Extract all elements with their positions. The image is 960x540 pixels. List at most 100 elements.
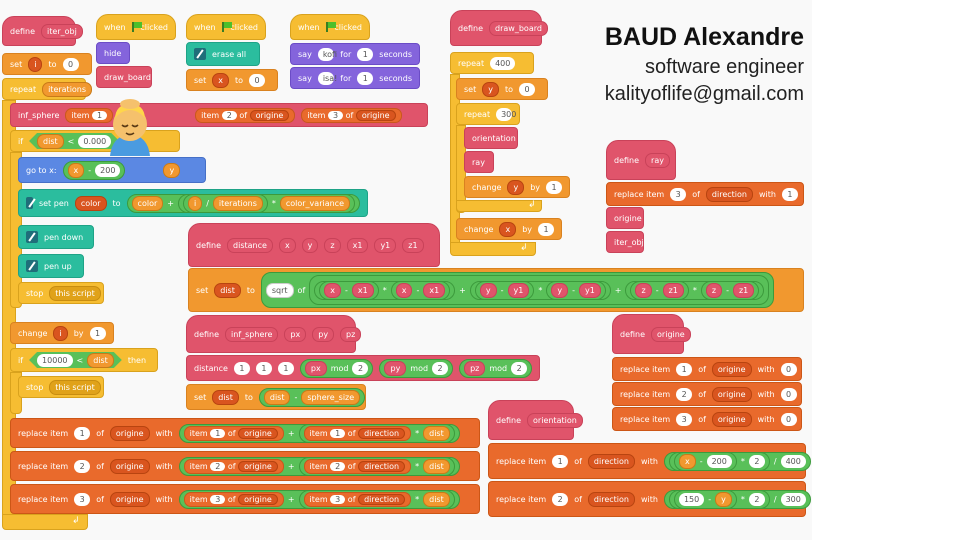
replace-item-3-origine-0-block[interactable]: replace item 3 of origine with 0 [612, 407, 802, 431]
index-input[interactable]: 2 [330, 461, 346, 471]
arg-input[interactable]: 1 [255, 361, 272, 375]
pen-up-block[interactable]: pen up [18, 254, 84, 278]
text-input[interactable]: isa! [317, 71, 337, 85]
pen-param-dropdown[interactable]: color [74, 195, 107, 211]
value-input[interactable]: 0 [780, 387, 797, 401]
replace-item-2-direction-block[interactable]: replace item 2 of direction with 150-y*2… [488, 481, 811, 517]
call-orientation-block[interactable]: orientation [464, 127, 518, 149]
number-input[interactable]: 10000 [37, 354, 72, 367]
list-dropdown[interactable]: origine [109, 458, 150, 474]
list-dropdown[interactable]: direction [358, 427, 406, 439]
set-y-block[interactable]: set y to 0 [456, 78, 548, 100]
set-dist-sphere-block[interactable]: set dist to dist-sphere_size [186, 384, 366, 410]
go-to-xy-block[interactable]: go to x: x-200 y [18, 157, 206, 183]
number-input[interactable]: 150 [678, 492, 705, 506]
list-dropdown[interactable]: origine [249, 109, 290, 121]
stop-this-script-block[interactable]: stop this script [18, 282, 104, 304]
index-input[interactable]: 1 [74, 426, 91, 440]
set-pen-color-block[interactable]: set pen color to color+i/iterations*colo… [18, 189, 368, 217]
number-input[interactable]: 1 [357, 47, 374, 61]
replace-item-3-direction-block[interactable]: replace item 3 of direction with 1 [606, 182, 804, 206]
when-flag-clicked-hat[interactable]: when clicked [186, 14, 266, 40]
index-input[interactable]: 3 [74, 492, 91, 506]
variable-dropdown[interactable]: dist [212, 389, 239, 405]
number-input[interactable]: 200 [95, 163, 121, 177]
number-input[interactable]: 2 [748, 454, 765, 468]
set-i-block[interactable]: set i to 0 [2, 53, 92, 75]
change-x-block[interactable]: change x by 1 [456, 218, 562, 240]
call-draw-board-block[interactable]: draw_board [96, 66, 152, 88]
number-input[interactable]: 1 [538, 222, 554, 236]
replace-item-1-origine-0-block[interactable]: replace item 1 of origine with 0 [612, 357, 802, 381]
list-dropdown[interactable]: origine [238, 427, 278, 439]
pen-down-block[interactable]: pen down [18, 225, 94, 249]
replace-item-1-direction-block[interactable]: replace item 1 of direction with x-200*2… [488, 443, 811, 479]
index-input[interactable]: 3 [670, 187, 687, 201]
when-flag-clicked-hat[interactable]: when clicked [290, 14, 370, 40]
index-input[interactable]: 3 [210, 494, 226, 504]
number-input[interactable]: 2 [511, 361, 528, 375]
list-dropdown[interactable]: direction [358, 493, 406, 505]
when-flag-clicked-hat[interactable]: when clicked [96, 14, 176, 40]
call-inf-sphere-block[interactable]: inf_sphere item 1 item 2 of origine item… [10, 103, 428, 127]
list-dropdown[interactable]: origine [711, 386, 752, 402]
define-inf-sphere-block[interactable]: define inf_sphere px py pz [186, 315, 362, 353]
index-input[interactable]: 2 [74, 459, 91, 473]
index-input[interactable]: 2 [552, 492, 569, 506]
variable-dropdown[interactable]: i [28, 56, 43, 72]
repeat-iterations-block[interactable]: repeat iterations [2, 78, 93, 100]
number-input[interactable]: 0 [519, 82, 535, 96]
variable-dropdown[interactable]: dist [214, 282, 241, 298]
replace-item-1-origine-block[interactable]: replace item 1 of origine with item 1 of… [10, 418, 480, 448]
list-dropdown[interactable]: direction [587, 453, 635, 469]
list-dropdown[interactable]: origine [109, 491, 150, 507]
call-iter-obj-block[interactable]: iter_obj [606, 231, 644, 253]
variable-dropdown[interactable]: i [53, 325, 68, 341]
replace-item-3-origine-block[interactable]: replace item 3 of origine with item 3 of… [10, 484, 480, 514]
list-dropdown[interactable]: origine [711, 361, 752, 377]
set-dist-sqrt-block[interactable]: set dist to sqrt of x-x1*x-x1 + y-y1*y-y… [188, 268, 804, 312]
stop-this-script-block[interactable]: stop this script [18, 376, 104, 398]
list-dropdown[interactable]: origine [109, 425, 150, 441]
index-input[interactable]: 3 [330, 494, 346, 504]
erase-all-block[interactable]: erase all [186, 42, 260, 66]
value-input[interactable]: 1 [781, 187, 798, 201]
index-input[interactable]: 2 [221, 110, 237, 120]
number-input[interactable]: 2 [352, 361, 369, 375]
list-dropdown[interactable]: origine [355, 109, 396, 121]
call-origine-block[interactable]: origine [606, 207, 644, 229]
change-i-block[interactable]: change i by 1 [10, 322, 114, 344]
define-distance-block[interactable]: define distance x y z x1 y1 z1 [188, 223, 440, 267]
index-input[interactable]: 3 [676, 412, 693, 426]
number-input[interactable]: 300 [780, 492, 806, 506]
number-input[interactable]: 1 [546, 180, 562, 194]
value-input[interactable]: 0 [780, 412, 797, 426]
list-dropdown[interactable]: origine [711, 411, 752, 427]
value-input[interactable]: 0 [780, 362, 797, 376]
number-input[interactable]: 300 [496, 107, 516, 121]
number-input[interactable]: 0 [249, 73, 265, 87]
variable-dropdown[interactable]: y [507, 179, 525, 195]
hide-block[interactable]: hide [96, 42, 130, 64]
list-dropdown[interactable]: direction [358, 460, 406, 472]
number-input[interactable]: 200 [706, 454, 732, 468]
variable-dropdown[interactable]: x [499, 221, 517, 237]
replace-item-2-origine-0-block[interactable]: replace item 2 of origine with 0 [612, 382, 802, 406]
change-y-block[interactable]: change y by 1 [464, 176, 570, 198]
stop-option-dropdown[interactable]: this script [49, 285, 101, 301]
number-input[interactable]: 2 [748, 492, 765, 506]
math-function-dropdown[interactable]: sqrt [265, 282, 294, 298]
index-input[interactable]: 1 [92, 110, 108, 120]
scripts-canvas[interactable]: define iter_obj set i to 0 repeat iterat… [0, 0, 812, 540]
list-dropdown[interactable]: direction [587, 491, 635, 507]
number-input[interactable]: 400 [490, 56, 516, 70]
variable-dropdown[interactable]: y [482, 81, 499, 97]
arg-input[interactable]: 1 [233, 361, 250, 375]
index-input[interactable]: 2 [210, 461, 226, 471]
index-input[interactable]: 1 [552, 454, 569, 468]
if-10000-block[interactable]: if 10000<dist then [10, 348, 158, 372]
text-input[interactable]: kofi [317, 47, 337, 61]
index-input[interactable]: 1 [210, 428, 226, 438]
repeat-400-block[interactable]: repeat 400 [450, 52, 534, 74]
